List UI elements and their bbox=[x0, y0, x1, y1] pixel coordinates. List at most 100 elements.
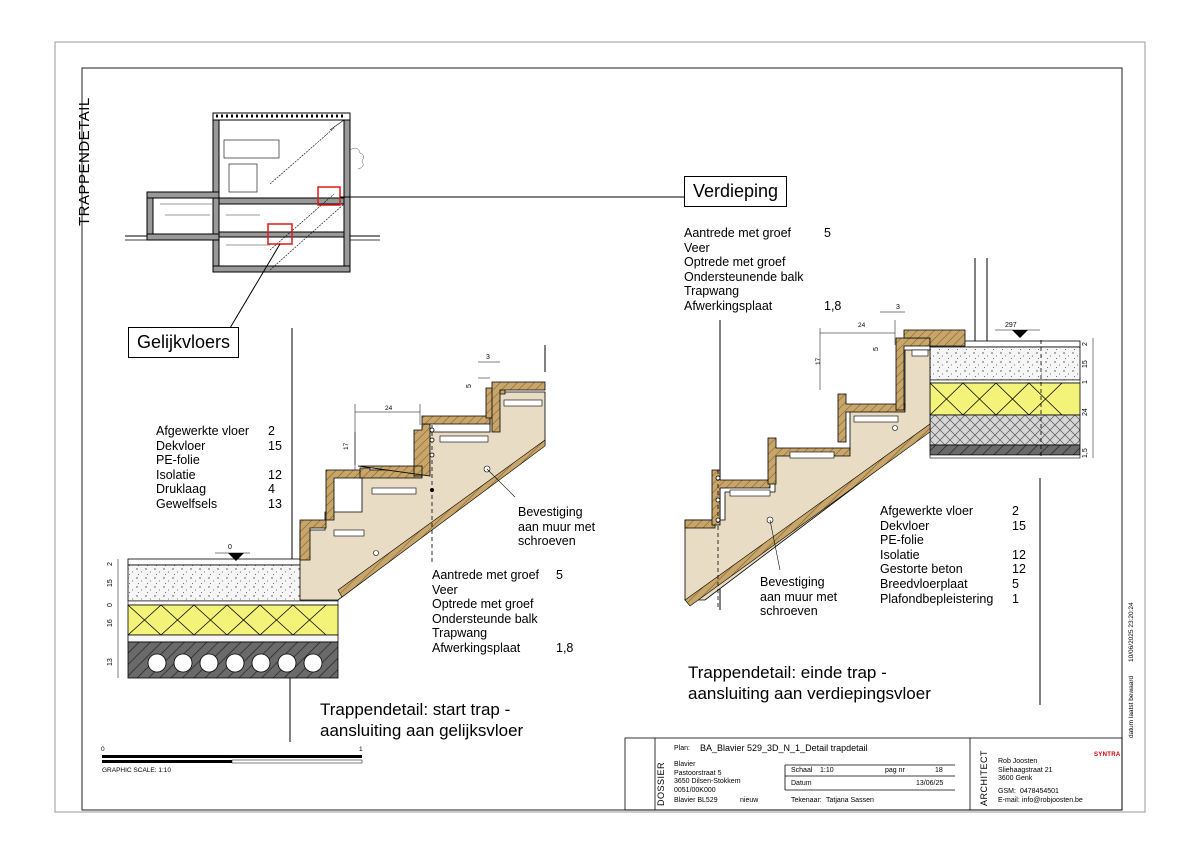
dim-nose-height-end: 5 bbox=[873, 347, 880, 351]
address-line: Rob Joosten bbox=[998, 758, 1038, 765]
legend-row: Veer bbox=[684, 241, 841, 256]
dim-step-height-start: 17 bbox=[343, 442, 350, 450]
legend-name: Trapwang bbox=[432, 626, 488, 641]
legend-value: 5 bbox=[556, 568, 563, 582]
legend-name: Gestorte beton bbox=[880, 562, 963, 577]
legend-name: Aantrede met groef bbox=[684, 226, 792, 240]
legend-row: Veer bbox=[432, 583, 573, 598]
layer-dim-label: 0 bbox=[107, 603, 114, 607]
legend-row: Gestorte beton 12 bbox=[880, 562, 1026, 577]
legend-value: 1,8 bbox=[824, 298, 842, 313]
legend-value: 12 bbox=[1012, 562, 1026, 577]
legend-value: 15 bbox=[1012, 518, 1026, 533]
level-start: 0 bbox=[228, 544, 232, 551]
dim-nose-width-start: 3 bbox=[486, 354, 490, 361]
tekenaar-value: Tatjana Sassen bbox=[826, 797, 874, 804]
legend-name: Trapwang bbox=[684, 284, 740, 299]
dim-step-height-end: 17 bbox=[815, 357, 822, 365]
legend-row: Aantrede met groef 5 bbox=[432, 568, 573, 583]
layer-dim-label: 15 bbox=[107, 579, 114, 587]
legend-row: Ondersteunende balk bbox=[684, 270, 841, 285]
legend-row: Dekvloer 15 bbox=[880, 519, 1026, 534]
plan-value: BA_Blavier 529_3D_N_1_Detail trapdetail bbox=[700, 743, 868, 753]
address-line: 3600 Genk bbox=[998, 775, 1033, 782]
verdieping-label: Verdieping bbox=[684, 176, 788, 207]
level-end: 297 bbox=[1005, 322, 1017, 329]
address-line: Blavier bbox=[674, 761, 696, 768]
schaal-label: Schaal bbox=[791, 767, 813, 774]
legend-name: Isolatie bbox=[880, 547, 920, 562]
title-block-frame bbox=[624, 737, 1123, 811]
legend-name: Veer bbox=[684, 240, 710, 255]
dim-step-width-start: 24 bbox=[385, 405, 393, 412]
plan-label: Plan: bbox=[674, 745, 690, 752]
legend-row: PE-folie bbox=[156, 453, 282, 468]
dim-nose-height-start: 5 bbox=[466, 384, 473, 388]
tekenaar-label: Tekenaar: bbox=[791, 797, 822, 804]
building-section-overview bbox=[125, 112, 685, 329]
legend-name: Veer bbox=[432, 582, 458, 597]
legend-value: 1 bbox=[1012, 591, 1019, 606]
legend-value: 4 bbox=[268, 482, 275, 497]
legend-value: 5 bbox=[824, 226, 831, 240]
legend-value: 15 bbox=[268, 438, 282, 453]
layer-dim-label: 1 bbox=[1082, 380, 1089, 384]
gelijkvloers-label: Gelijkvloers bbox=[128, 327, 240, 358]
title-start-detail: Trappendetail: start trap - aansluiting … bbox=[320, 700, 524, 740]
layer-dim-label: 2 bbox=[1082, 342, 1089, 346]
legend-name: Aantrede met groef bbox=[432, 568, 540, 582]
legend-name: Afgewerkte vloer bbox=[880, 504, 974, 518]
address-line: Sliehaagstraat 21 bbox=[998, 766, 1053, 774]
project-state: nieuw bbox=[740, 797, 759, 804]
graphic-scale-bar bbox=[102, 755, 363, 764]
gsm-value: 0478454501 bbox=[1020, 788, 1059, 795]
layer-dim-label: 15 bbox=[1082, 360, 1089, 368]
legend-name: PE-folie bbox=[880, 533, 924, 548]
layer-dim-label: 2 bbox=[107, 562, 114, 566]
fixing-note-end: Bevestiging aan muur met schroeven bbox=[760, 575, 838, 619]
scale-one: 1 bbox=[359, 746, 363, 753]
dim-step-width-end: 24 bbox=[858, 322, 866, 329]
pagnr-value: 18 bbox=[935, 767, 943, 774]
legend-name: Optrede met groef bbox=[684, 255, 786, 270]
legend-value: 2 bbox=[1012, 504, 1019, 518]
dossier-label: DOSSIER bbox=[656, 761, 666, 806]
legend-row: Trapwang bbox=[684, 284, 841, 299]
datum-value: 13/06/25 bbox=[916, 780, 944, 787]
legend-name: Dekvloer bbox=[880, 518, 930, 533]
layer-dim-label: 1,5 bbox=[1082, 448, 1089, 458]
legend-name: Ondersteunde balk bbox=[432, 611, 538, 626]
scale-label: GRAPHIC SCALE: 1:10 bbox=[102, 767, 171, 774]
scale-zero: 0 bbox=[101, 746, 105, 753]
project-name: Blavier BL529 bbox=[674, 797, 718, 804]
legend-name: PE-folie bbox=[156, 453, 200, 468]
dim-nose-width-end: 3 bbox=[896, 304, 900, 311]
architect-label: ARCHITECT bbox=[979, 750, 989, 806]
layer-dim-label: 24 bbox=[1082, 408, 1089, 416]
legend-row: Optrede met groef bbox=[684, 255, 841, 270]
fixing-note-start: Bevestiging aan muur met schroeven bbox=[518, 505, 596, 549]
title-end-detail: Trappendetail: einde trap - aansluiting … bbox=[688, 663, 931, 703]
legend-name: Afgewerkte vloer bbox=[156, 424, 250, 438]
layer-dim-label: 16 bbox=[107, 619, 114, 627]
datum-label: Datum bbox=[791, 780, 812, 787]
sheet-title: TRAPPENDETAIL bbox=[76, 97, 93, 226]
legend-value: 1,8 bbox=[556, 640, 574, 655]
schaal-value: 1:10 bbox=[820, 767, 834, 774]
syntra-logo-icon: SYNTRA bbox=[1094, 752, 1121, 758]
